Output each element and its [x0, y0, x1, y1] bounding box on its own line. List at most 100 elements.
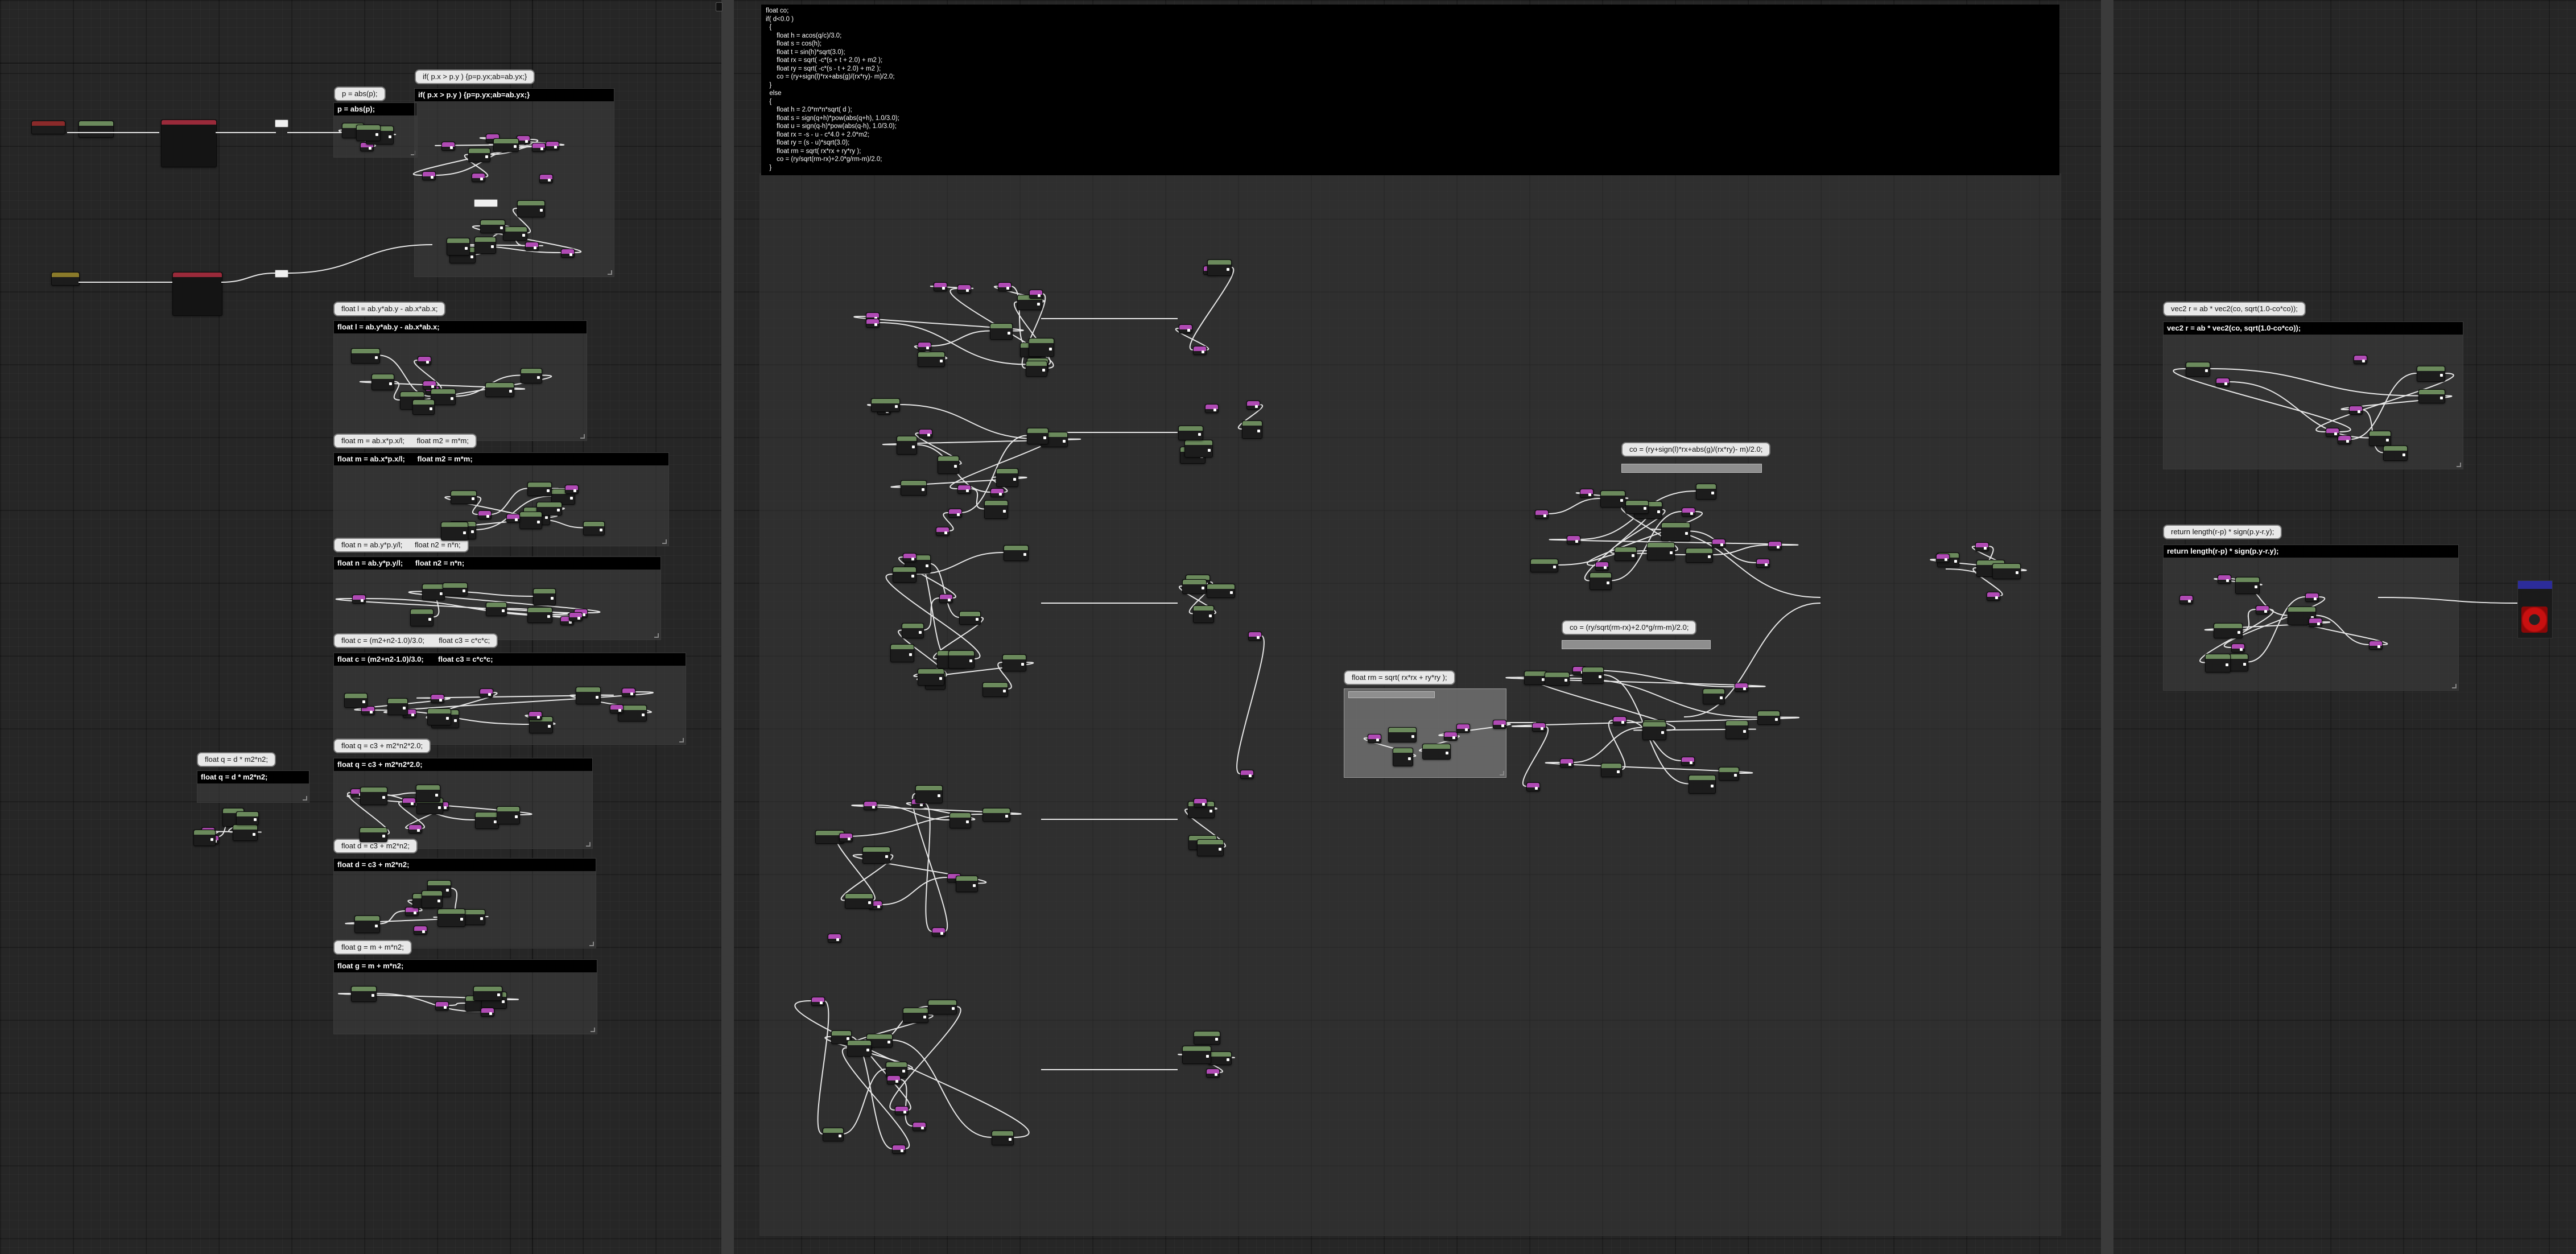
math-node[interactable] — [410, 609, 434, 626]
math-node[interactable] — [451, 490, 477, 504]
parameter-node[interactable] — [418, 356, 431, 365]
output-pin[interactable] — [480, 917, 483, 920]
math-node[interactable] — [1590, 572, 1612, 590]
comment-bubble-p-abs[interactable]: p = abs(p); — [334, 86, 386, 101]
math-node[interactable] — [443, 583, 468, 596]
output-pin[interactable] — [2226, 663, 2228, 666]
output-pin[interactable] — [1720, 696, 1723, 699]
output-pin[interactable] — [973, 884, 976, 887]
output-pin[interactable] — [382, 796, 385, 799]
parameter-node[interactable] — [506, 514, 520, 523]
math-node[interactable] — [992, 1131, 1014, 1145]
output-pin[interactable] — [1037, 302, 1040, 306]
output-pin[interactable] — [1575, 540, 1578, 543]
math-node[interactable] — [996, 468, 1018, 487]
math-node[interactable] — [928, 1000, 957, 1014]
math-node[interactable] — [1182, 579, 1207, 594]
parameter-node[interactable] — [932, 927, 946, 937]
output-pin[interactable] — [618, 709, 621, 712]
parameter-node[interactable] — [361, 706, 375, 715]
output-pin[interactable] — [1711, 784, 1714, 787]
output-pin[interactable] — [551, 597, 554, 600]
output-pin[interactable] — [1049, 347, 1052, 350]
output-pin[interactable] — [537, 376, 540, 379]
math-node[interactable] — [371, 374, 394, 390]
output-pin[interactable] — [525, 140, 528, 143]
parameter-node[interactable] — [569, 612, 583, 621]
math-node[interactable] — [1647, 542, 1675, 560]
output-pin[interactable] — [370, 711, 373, 713]
parameter-node[interactable] — [2369, 641, 2383, 650]
parameter-node[interactable] — [1368, 734, 1381, 743]
parameter-node[interactable] — [839, 833, 853, 842]
math-node[interactable] — [1686, 548, 1713, 563]
output-pin[interactable] — [1661, 731, 1664, 734]
math-node[interactable] — [1027, 428, 1048, 444]
output-pin[interactable] — [920, 803, 923, 806]
math-node[interactable] — [462, 909, 485, 925]
output-pin[interactable] — [874, 323, 877, 326]
math-node[interactable] — [1029, 338, 1054, 357]
output-pin[interactable] — [1249, 774, 1252, 777]
parameter-node[interactable] — [990, 488, 1004, 497]
parameter-node[interactable] — [1681, 757, 1695, 766]
parameter-node[interactable] — [948, 509, 962, 518]
math-node[interactable] — [474, 237, 496, 254]
parameter-node[interactable] — [2256, 605, 2269, 614]
output-pin[interactable] — [369, 147, 371, 150]
parameter-node[interactable] — [441, 142, 455, 151]
math-node[interactable] — [990, 323, 1013, 340]
math-node[interactable] — [2288, 607, 2316, 625]
math-node[interactable] — [890, 644, 914, 662]
output-pin[interactable] — [1690, 761, 1692, 764]
math-node[interactable] — [497, 806, 520, 824]
output-pin[interactable] — [952, 1007, 955, 1010]
output-pin[interactable] — [1644, 507, 1646, 510]
parameter-node[interactable] — [2349, 406, 2363, 415]
output-pin[interactable] — [1465, 728, 1468, 731]
parameter-node[interactable] — [1682, 508, 1695, 517]
output-pin[interactable] — [522, 233, 525, 237]
math-node[interactable] — [447, 238, 470, 255]
output-pin[interactable] — [534, 246, 536, 249]
output-pin[interactable] — [1257, 430, 1260, 432]
parameter-node[interactable] — [957, 284, 971, 294]
output-pin[interactable] — [1743, 729, 1746, 733]
math-node[interactable] — [1625, 500, 1649, 514]
output-pin[interactable] — [976, 618, 979, 621]
output-pin[interactable] — [463, 531, 466, 534]
output-pin[interactable] — [939, 677, 942, 680]
math-node[interactable] — [427, 708, 451, 725]
math-node[interactable] — [422, 584, 445, 600]
math-node[interactable] — [360, 827, 387, 842]
output-pin[interactable] — [454, 719, 457, 722]
resize-handle[interactable] — [679, 738, 684, 742]
comment-bubble-rm[interactable]: float rm = sqrt( rx*rx + ry*ry ); — [1344, 670, 1455, 685]
parameter-node[interactable] — [895, 1106, 909, 1115]
parameter-node[interactable] — [892, 1145, 906, 1154]
resize-handle[interactable] — [589, 942, 594, 946]
math-node[interactable] — [1582, 667, 1604, 684]
resize-handle[interactable] — [303, 796, 307, 801]
output-pin[interactable] — [1620, 499, 1623, 502]
math-node[interactable] — [437, 909, 465, 927]
parameter-node[interactable] — [2309, 618, 2322, 627]
math-node[interactable] — [431, 389, 456, 405]
output-pin[interactable] — [2402, 453, 2405, 456]
output-pin[interactable] — [2358, 410, 2360, 413]
resize-handle[interactable] — [2452, 684, 2457, 688]
output-pin[interactable] — [1202, 587, 1204, 589]
parameter-node[interactable] — [1456, 724, 1470, 733]
output-pin[interactable] — [435, 793, 438, 797]
output-pin[interactable] — [253, 832, 255, 836]
math-node[interactable] — [519, 512, 542, 529]
output-pin[interactable] — [1711, 492, 1714, 494]
output-pin[interactable] — [1657, 510, 1660, 513]
output-pin[interactable] — [902, 1070, 905, 1072]
output-pin[interactable] — [446, 717, 449, 720]
reroute-node[interactable] — [474, 199, 498, 207]
output-pin[interactable] — [927, 434, 930, 436]
output-pin[interactable] — [1670, 551, 1673, 554]
parameter-node[interactable] — [405, 907, 419, 916]
output-pin[interactable] — [577, 617, 580, 620]
